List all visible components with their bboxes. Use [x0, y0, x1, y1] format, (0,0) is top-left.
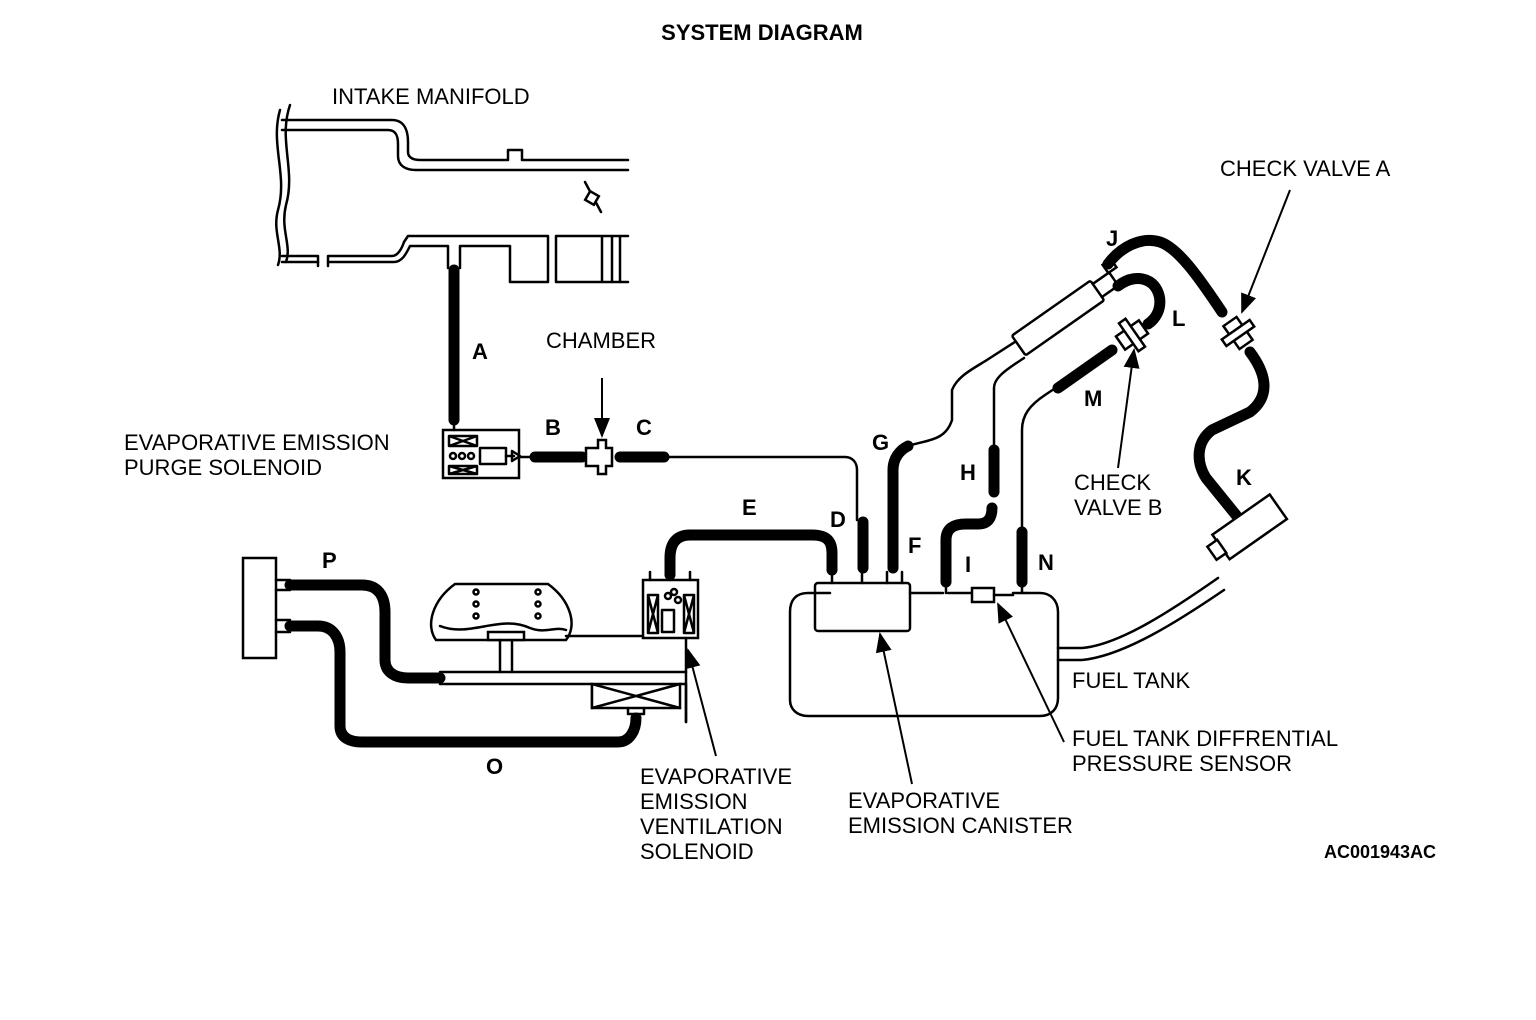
hose-label-k: K: [1236, 465, 1252, 490]
label-purge-solenoid-2: PURGE SOLENOID: [124, 455, 322, 480]
hose-label-f: F: [908, 533, 921, 558]
hose-i: [940, 502, 998, 588]
label-vent-solenoid-2: EMISSION: [640, 789, 748, 814]
hose-o: [284, 620, 642, 748]
hose-label-j: J: [1106, 226, 1118, 251]
label-fuel-tank: FUEL TANK: [1072, 668, 1191, 693]
check-valve-a-pointer: [1241, 189, 1291, 314]
check-valve-b-pointer: [1117, 348, 1140, 469]
label-pressure-sensor-1: FUEL TANK DIFFRENTIAL: [1072, 726, 1338, 751]
reservoir: [429, 582, 645, 674]
fuel-tank: [788, 576, 1226, 718]
hose-label-a: A: [472, 339, 488, 364]
ventilation-solenoid-pointer: [684, 648, 717, 757]
hose-e: [664, 529, 838, 581]
hose-label-d: D: [830, 507, 846, 532]
label-check-valve-b-2: VALVE B: [1074, 495, 1162, 520]
diagram-title: SYSTEM DIAGRAM: [661, 20, 863, 45]
filter-box: [590, 682, 682, 710]
hose-label-i: I: [965, 552, 971, 577]
canister-pointer: [875, 632, 913, 785]
hose-label-e: E: [742, 495, 757, 520]
hose-label-l: L: [1172, 306, 1185, 331]
hose-m: [1052, 344, 1118, 394]
label-purge-solenoid-1: EVAPORATIVE EMISSION: [124, 430, 390, 455]
intake-manifold: [275, 103, 630, 284]
hose-label-b: B: [545, 415, 561, 440]
hose-label-n: N: [1038, 550, 1054, 575]
evap-canister: [813, 570, 912, 633]
label-check-valve-a: CHECK VALVE A: [1220, 156, 1391, 181]
chamber: [584, 438, 614, 476]
purge-solenoid: [441, 428, 522, 480]
label-canister-2: EMISSION CANISTER: [848, 813, 1073, 838]
hose-j: [1102, 235, 1228, 318]
filler-neck: [1205, 492, 1289, 562]
hose-label-o: O: [486, 754, 503, 779]
pressure-sensor: [970, 586, 996, 604]
hose-label-m: M: [1084, 386, 1102, 411]
label-vent-solenoid-1: EVAPORATIVE: [640, 764, 792, 789]
label-vent-solenoid-4: SOLENOID: [640, 839, 754, 864]
hose-p: [284, 579, 446, 684]
pressure-sensor-pointer: [997, 602, 1065, 743]
label-canister-1: EVAPORATIVE: [848, 788, 1000, 813]
check-valve-b: [1114, 317, 1150, 353]
separator-tube: [1011, 257, 1120, 356]
check-valve-a: [1220, 315, 1256, 351]
hose-label-p: P: [322, 548, 337, 573]
ventilation-solenoid: [641, 570, 700, 724]
air-filter: [241, 556, 292, 660]
label-intake-manifold: INTAKE MANIFOLD: [332, 84, 530, 109]
label-pressure-sensor-2: PRESSURE SENSOR: [1072, 751, 1292, 776]
hose-k: [1193, 346, 1270, 521]
hose-g: [887, 440, 914, 528]
hose-label-g: G: [872, 430, 889, 455]
hose-l: [1112, 273, 1166, 330]
hose-label-h: H: [960, 460, 976, 485]
label-vent-solenoid-3: VENTILATION: [640, 814, 783, 839]
label-check-valve-b-1: CHECK: [1074, 470, 1151, 495]
figure-code: AC001943AC: [1324, 842, 1436, 862]
hose-label-c: C: [636, 415, 652, 440]
label-chamber: CHAMBER: [546, 328, 656, 353]
